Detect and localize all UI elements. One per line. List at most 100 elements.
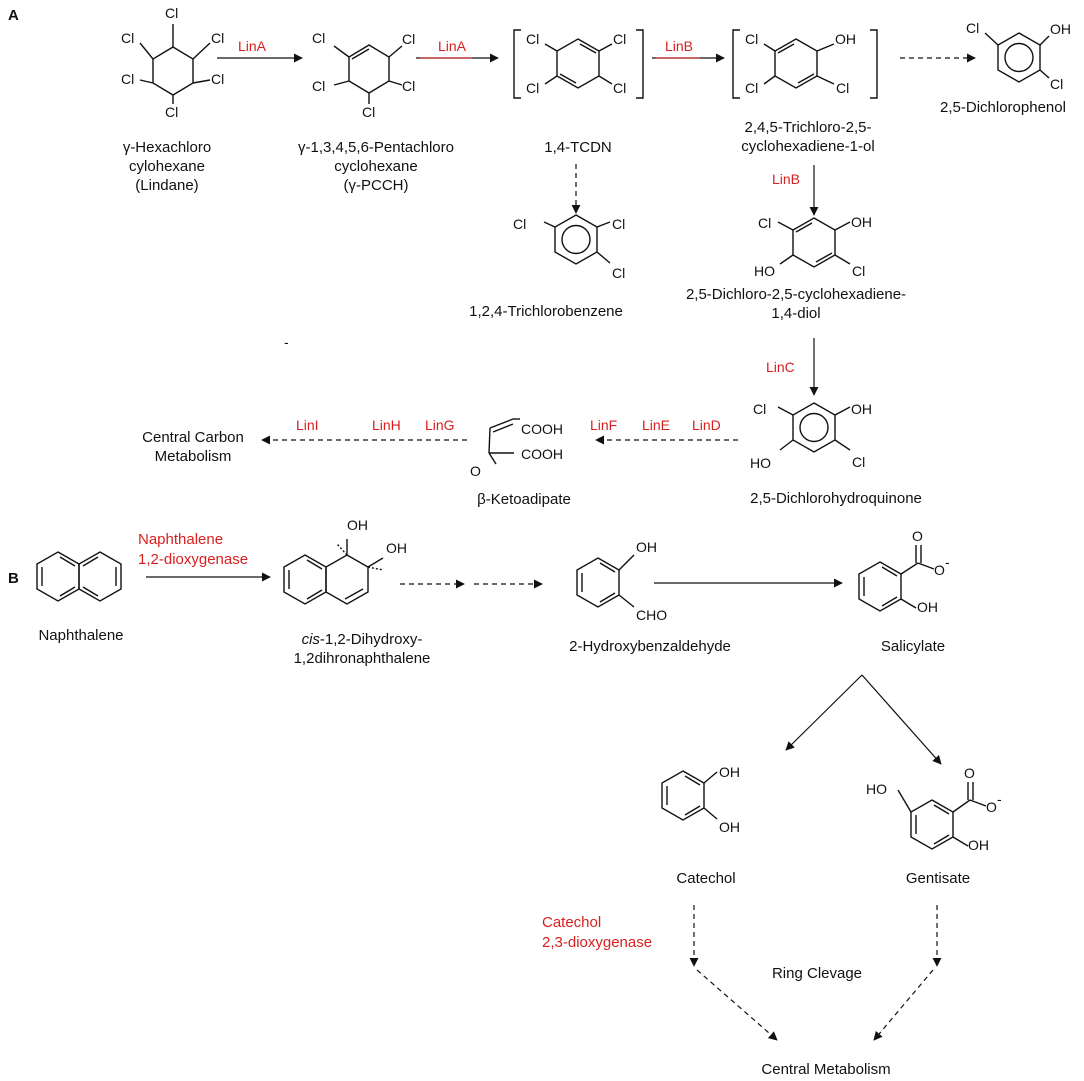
dihydroxy-label: cis-1,2-Dihydroxy-1,2dihronaphthalene — [294, 631, 431, 667]
svg-text:OH: OH — [851, 401, 872, 417]
trichlorocyclohexadienol-structure: Cl OH Cl Cl — [732, 29, 878, 99]
naphthalene-structure — [36, 551, 122, 602]
svg-text:O: O — [986, 799, 997, 815]
enzyme-lin-a-1: LinA — [238, 38, 267, 54]
dichlorophenol-label: 2,5-Dichlorophenol — [940, 99, 1066, 116]
hydroxybenzaldehyde-label: 2-Hydroxybenzaldehyde — [569, 638, 731, 655]
svg-text:-: - — [997, 791, 1002, 807]
svg-text:OH: OH — [347, 517, 368, 533]
central-metabolism-label: Central Metabolism — [761, 1061, 890, 1078]
svg-text:OH: OH — [1050, 21, 1071, 37]
svg-text:HO: HO — [754, 263, 775, 279]
svg-text:CHO: CHO — [636, 607, 667, 623]
tcdn-label: 1,4-TCDN — [544, 139, 612, 156]
svg-text:Cl: Cl — [402, 78, 415, 94]
svg-text:Cl: Cl — [402, 31, 415, 47]
trichlorocyclohexadienol-label: 2,4,5-Trichloro-2,5-cyclohexadiene-1-ol — [741, 119, 874, 155]
svg-text:-: - — [945, 554, 950, 570]
svg-text:Cl: Cl — [852, 454, 865, 470]
svg-text:Cl: Cl — [165, 5, 178, 21]
svg-text:COOH: COOH — [521, 446, 563, 462]
lindane-structure: Cl Cl Cl Cl Cl Cl — [121, 5, 224, 120]
svg-text:Cl: Cl — [211, 71, 224, 87]
svg-text:Cl: Cl — [165, 104, 178, 120]
svg-text:Cl: Cl — [362, 104, 375, 120]
svg-text:Cl: Cl — [612, 216, 625, 232]
arrow-salicylate-to-catechol — [785, 674, 863, 751]
enzyme-lin-f: LinF — [590, 417, 617, 433]
svg-text:Cl: Cl — [121, 30, 134, 46]
enzyme-lin-d: LinD — [692, 417, 721, 433]
dihydroxy-structure: OH OH — [283, 517, 407, 605]
svg-text:OH: OH — [851, 214, 872, 230]
svg-text:Cl: Cl — [526, 31, 539, 47]
svg-text:Cl: Cl — [312, 78, 325, 94]
svg-text:O: O — [964, 765, 975, 781]
svg-text:COOH: COOH — [521, 421, 563, 437]
panel-label-a: A — [8, 7, 19, 24]
svg-text:Cl: Cl — [745, 31, 758, 47]
arrow-catechol-to-central — [696, 969, 778, 1041]
svg-text:OH: OH — [719, 764, 740, 780]
trichlorobenzene-structure: Cl Cl Cl — [513, 214, 625, 281]
salicylate-label: Salicylate — [881, 638, 945, 655]
ring-cleavage-label: Ring Clevage — [772, 965, 862, 982]
svg-text:OH: OH — [917, 599, 938, 615]
gentisate-structure: O O - HO OH — [866, 765, 1002, 853]
enzyme-lin-b-1: LinB — [665, 38, 693, 54]
svg-text:OH: OH — [719, 819, 740, 835]
trichlorobenzene-label: 1,2,4-Trichlorobenzene — [469, 303, 623, 320]
salicylate-structure: O O - OH — [858, 528, 950, 615]
ketoadipate-structure: COOH COOH O — [470, 418, 563, 479]
enzyme-lin-a-2: LinA — [438, 38, 467, 54]
svg-text:Cl: Cl — [836, 80, 849, 96]
svg-text:Cl: Cl — [613, 31, 626, 47]
stray-dash: - — [284, 334, 289, 350]
enzyme-lin-b-2: LinB — [772, 171, 800, 187]
svg-text:O: O — [470, 463, 481, 479]
arrow-gentisate-to-central — [873, 969, 934, 1041]
panel-label-b: B — [8, 570, 19, 587]
svg-text:OH: OH — [835, 31, 856, 47]
svg-text:Cl: Cl — [758, 215, 771, 231]
svg-text:Cl: Cl — [966, 20, 979, 36]
svg-text:Cl: Cl — [513, 216, 526, 232]
svg-text:Cl: Cl — [753, 401, 766, 417]
catechol-structure: OH OH — [661, 764, 740, 835]
pcch-structure: Cl Cl Cl Cl Cl — [312, 30, 415, 120]
svg-text:HO: HO — [750, 455, 771, 471]
enzyme-lin-i: LinI — [296, 417, 319, 433]
svg-text:OH: OH — [636, 539, 657, 555]
svg-text:O: O — [912, 528, 923, 544]
enzyme-lin-h: LinH — [372, 417, 401, 433]
diol-label: 2,5-Dichloro-2,5-cyclohexadiene-1,4-diol — [686, 286, 906, 322]
dichlorophenol-structure: Cl OH Cl — [966, 20, 1071, 92]
ketoadipate-label: β-Ketoadipate — [477, 491, 571, 508]
svg-text:Cl: Cl — [612, 265, 625, 281]
enzyme-lin-c: LinC — [766, 359, 795, 375]
tcdn-structure: Cl Cl Cl Cl — [513, 29, 644, 99]
hydroquinone-label: 2,5-Dichlorohydroquinone — [750, 490, 922, 507]
hydroxybenzaldehyde-structure: OH CHO — [576, 539, 667, 623]
svg-text:Cl: Cl — [1050, 76, 1063, 92]
svg-text:O: O — [934, 562, 945, 578]
naphthalene-label: Naphthalene — [38, 627, 123, 644]
enzyme-lin-e: LinE — [642, 417, 670, 433]
catechol-label: Catechol — [676, 870, 735, 887]
gentisate-label: Gentisate — [906, 870, 970, 887]
svg-text:Cl: Cl — [211, 30, 224, 46]
svg-text:Cl: Cl — [312, 30, 325, 46]
svg-text:OH: OH — [386, 540, 407, 556]
svg-text:HO: HO — [866, 781, 887, 797]
svg-text:OH: OH — [968, 837, 989, 853]
svg-text:Cl: Cl — [526, 80, 539, 96]
svg-text:Cl: Cl — [745, 80, 758, 96]
enzyme-lin-g: LinG — [425, 417, 455, 433]
svg-text:Cl: Cl — [613, 80, 626, 96]
hydroquinone-structure: Cl OH HO Cl — [750, 401, 872, 471]
